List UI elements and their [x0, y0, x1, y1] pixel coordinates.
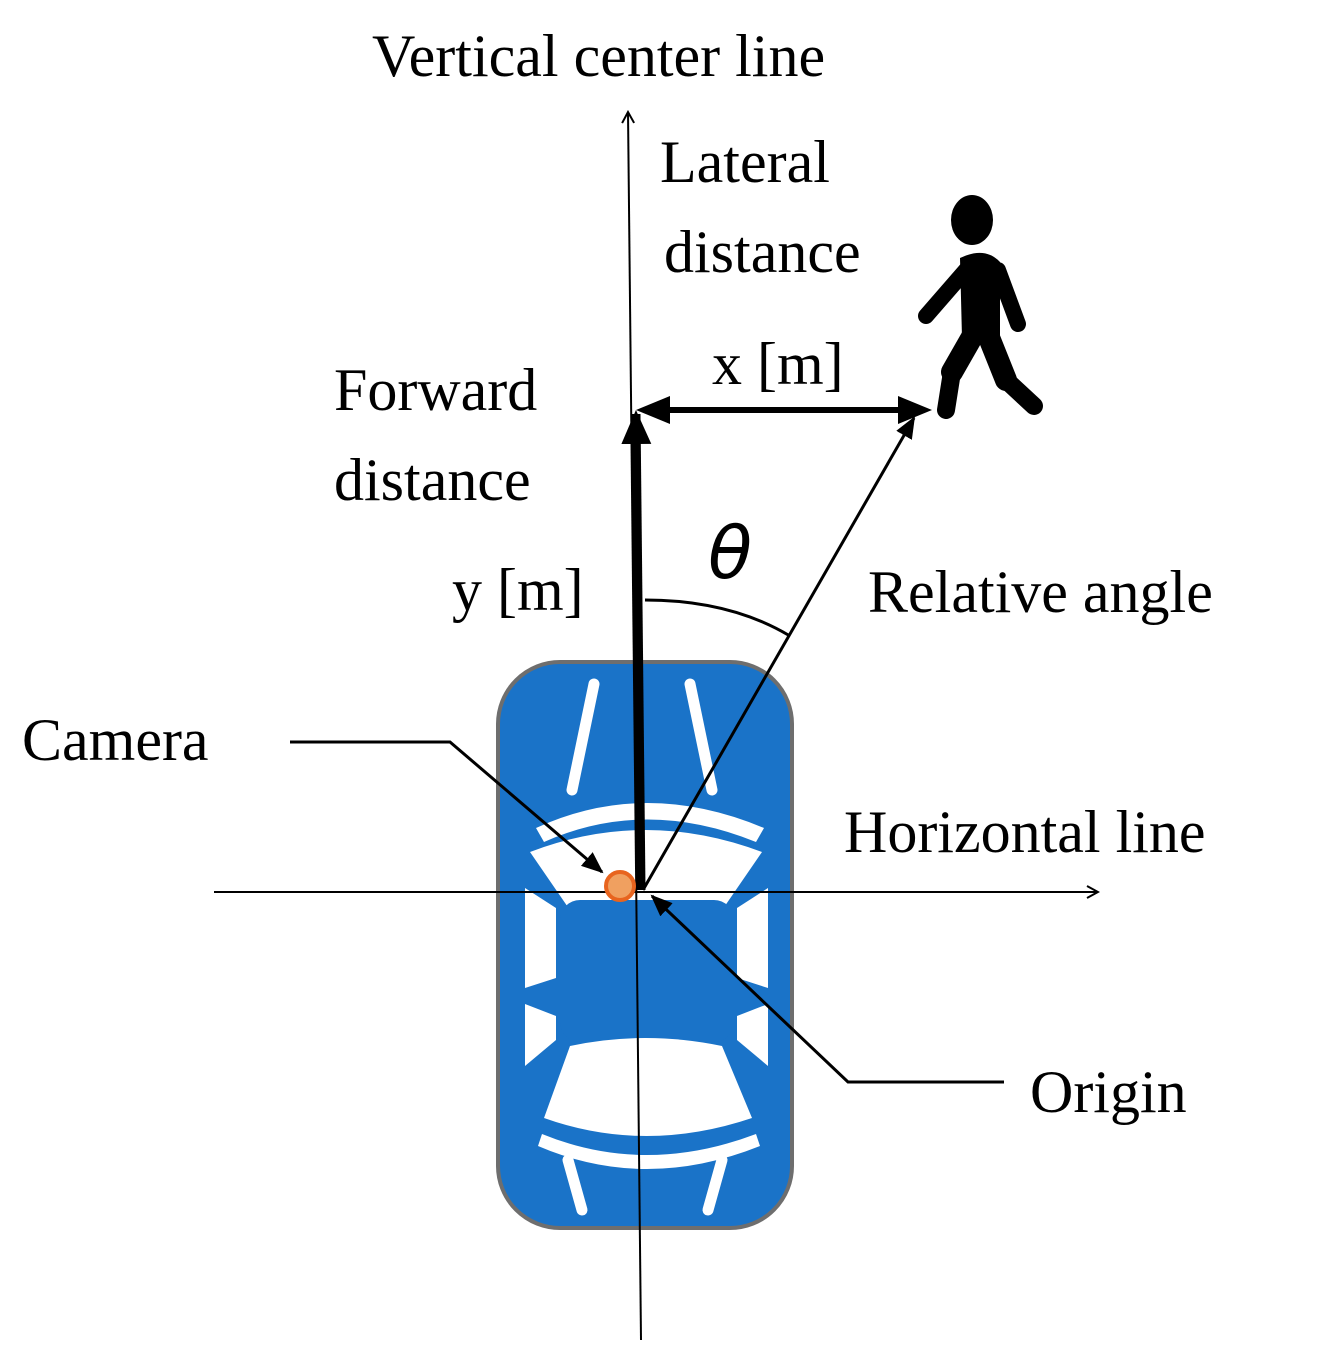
vertical-center-line-label: Vertical center line: [372, 23, 825, 89]
forward-distance-label-line1: Forward: [334, 357, 537, 423]
camera-leader-line: [290, 740, 604, 874]
lateral-distance-label-line2: distance: [664, 219, 861, 285]
forward-distance-arrow: [621, 410, 652, 891]
x-unit-label: x [m]: [712, 331, 844, 397]
y-unit-label: y [m]: [452, 557, 584, 623]
theta-label: θ: [708, 511, 752, 595]
camera-label: Camera: [22, 707, 209, 773]
camera-dot-icon: [604, 870, 636, 902]
lateral-distance-label-line1: Lateral: [660, 129, 830, 195]
horizontal-line-label: Horizontal line: [844, 799, 1206, 865]
forward-distance-label-line2: distance: [334, 447, 531, 513]
origin-label: Origin: [1030, 1059, 1187, 1125]
lateral-distance-arrow: [636, 396, 932, 424]
origin-leader-line: [650, 894, 1004, 1084]
relative-angle-line: [641, 416, 916, 891]
vertical-center-axis: [628, 112, 642, 1341]
walking-person-icon: [918, 195, 1043, 419]
car-top-view-icon: [496, 660, 794, 1230]
angle-arc: [644, 598, 791, 638]
relative-angle-label: Relative angle: [868, 559, 1213, 625]
